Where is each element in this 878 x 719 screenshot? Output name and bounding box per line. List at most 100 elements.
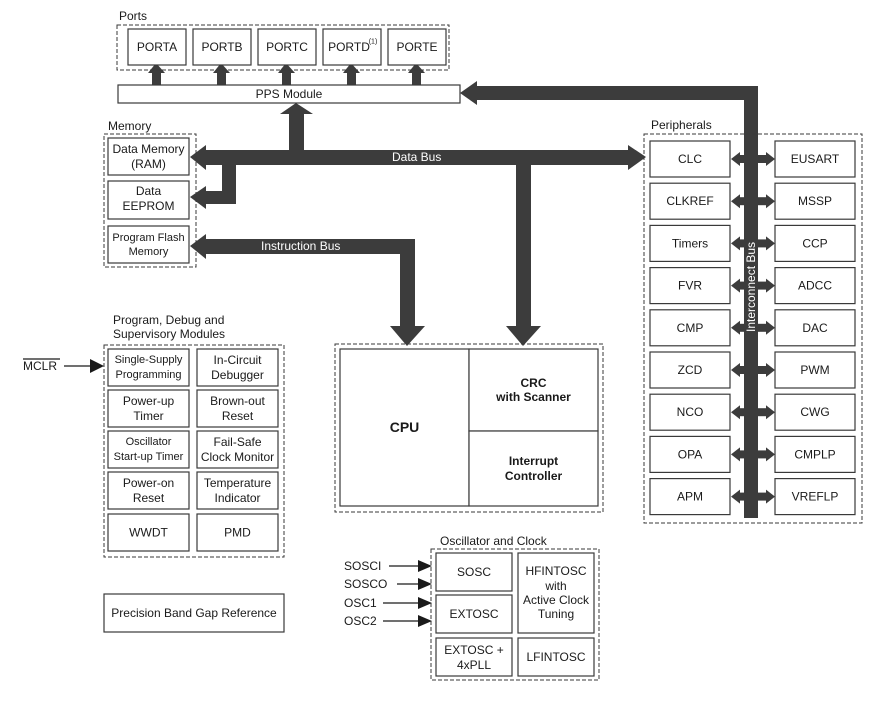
peripheral-eusart[interactable]: EUSART [774,140,856,178]
data-eeprom[interactable]: Data EEPROM [107,180,190,220]
svg-text:HFINTOSC: HFINTOSC [525,564,586,578]
pps-return-arrowhead [460,81,477,105]
lfintosc-block[interactable]: LFINTOSC [517,637,595,677]
peripheral-cwg[interactable]: CWG [774,393,856,431]
svg-text:NCO: NCO [677,405,704,419]
peripherals-label: Peripherals [651,118,712,132]
svg-text:Controller: Controller [505,469,563,483]
svg-text:Programming: Programming [115,369,181,381]
precision-band-gap-reference[interactable]: Precision Band Gap Reference [103,593,285,633]
svg-text:4xPLL: 4xPLL [457,658,491,672]
bidirectional-arrow [731,363,775,377]
peripheral-timers[interactable]: Timers [649,224,731,262]
svg-text:Power-up: Power-up [123,394,175,408]
bidirectional-arrow [731,447,775,462]
svg-text:Indicator: Indicator [214,491,260,505]
peripheral-opa[interactable]: OPA [649,435,731,473]
svg-text:Reset: Reset [222,409,254,423]
data-bus-right-arrowhead [628,145,646,170]
svg-text:In-Circuit: In-Circuit [213,353,262,367]
peripheral-clc[interactable]: CLC [649,140,731,178]
peripheral-apm[interactable]: APM [649,478,731,516]
svg-text:SOSCO: SOSCO [344,577,387,591]
svg-text:CWG: CWG [800,405,829,419]
crc-with-scanner-block[interactable]: CRC with Scanner [468,348,599,432]
svg-text:LFINTOSC: LFINTOSC [526,650,585,664]
instruction-bus-arrowhead [190,234,206,259]
oscillator-group: Oscillator and Clock SOSC EXTOSC EXTOSC … [344,534,600,681]
cpu-block[interactable]: CPU [339,348,470,507]
peripheral-mssp[interactable]: MSSP [774,182,856,220]
data-bus [205,150,630,165]
extosc-block[interactable]: EXTOSC [435,594,513,634]
peripheral-clkref[interactable]: CLKREF [649,182,731,220]
svg-text:Tuning: Tuning [538,607,574,621]
module-pmd[interactable]: PMD [196,513,279,552]
peripheral-vreflp[interactable]: VREFLP [774,478,856,516]
svg-text:Start-up Timer: Start-up Timer [114,451,184,463]
pps-return-bus [475,86,758,100]
peripheral-adcc[interactable]: ADCC [774,267,856,305]
program-flash-memory[interactable]: Program Flash Memory [107,225,190,264]
svg-text:Active Clock: Active Clock [523,593,590,607]
peripheral-ccp[interactable]: CCP [774,224,856,262]
svg-text:PORTD: PORTD [328,40,370,54]
svg-text:EEPROM: EEPROM [122,199,174,213]
arrowhead [418,615,432,627]
bidirectional-arrow [731,405,775,420]
svg-text:SOSC: SOSC [457,565,491,579]
peripheral-pwm[interactable]: PWM [774,351,856,389]
port-porte[interactable]: PORTE [387,28,447,66]
svg-text:EXTOSC +: EXTOSC + [444,643,503,657]
svg-text:CMPLP: CMPLP [794,447,835,461]
module-wwdt[interactable]: WWDT [107,513,190,552]
data-bus-to-eeprom-h [205,191,236,204]
peripheral-zcd[interactable]: ZCD [649,351,731,389]
svg-text:Clock Monitor: Clock Monitor [201,450,274,464]
svg-text:with: with [544,579,566,593]
bidirectional-arrow [731,278,775,293]
bidirectional-arrow [731,320,775,335]
port-portb[interactable]: PORTB [192,28,252,66]
pps-module[interactable]: PPS Module [117,84,461,104]
hfintosc-block[interactable]: HFINTOSC with Active Clock Tuning [517,552,595,634]
peripheral-nco[interactable]: NCO [649,393,731,431]
interrupt-controller-block[interactable]: Interrupt Controller [468,430,599,507]
svg-text:ADCC: ADCC [798,279,832,293]
peripheral-dac[interactable]: DAC [774,309,856,347]
svg-text:Debugger: Debugger [211,368,264,382]
data-bus-to-crc [516,164,531,328]
oscillator-label: Oscillator and Clock [440,534,548,548]
port-porta[interactable]: PORTA [127,28,187,66]
svg-text:SOSCI: SOSCI [344,559,381,573]
peripheral-cmplp[interactable]: CMPLP [774,435,856,473]
interconnect-bus-label: Interconnect Bus [744,242,758,332]
peripheral-fvr[interactable]: FVR [649,267,731,305]
extosc-4xpll-block[interactable]: EXTOSC + 4xPLL [435,637,513,677]
svg-text:EUSART: EUSART [791,152,840,166]
data-bus-eeprom-arrowhead [190,186,206,209]
svg-text:PORTB: PORTB [201,40,242,54]
svg-text:Reset: Reset [133,491,165,505]
svg-text:Precision Band Gap Reference: Precision Band Gap Reference [111,606,277,620]
port-portc[interactable]: PORTC [257,28,317,66]
svg-text:Brown-out: Brown-out [210,394,265,408]
svg-text:OSC2: OSC2 [344,614,377,628]
supervisory-label-line1: Program, Debug and [113,313,224,327]
port-portd[interactable]: PORTD(1) [322,28,382,66]
instruction-bus-label: Instruction Bus [261,239,340,253]
peripheral-cmp[interactable]: CMP [649,309,731,347]
sosc-block[interactable]: SOSC [435,552,513,592]
svg-text:PMD: PMD [224,526,251,540]
data-memory-ram[interactable]: Data Memory (RAM) [107,137,190,176]
svg-text:Timer: Timer [133,409,163,423]
